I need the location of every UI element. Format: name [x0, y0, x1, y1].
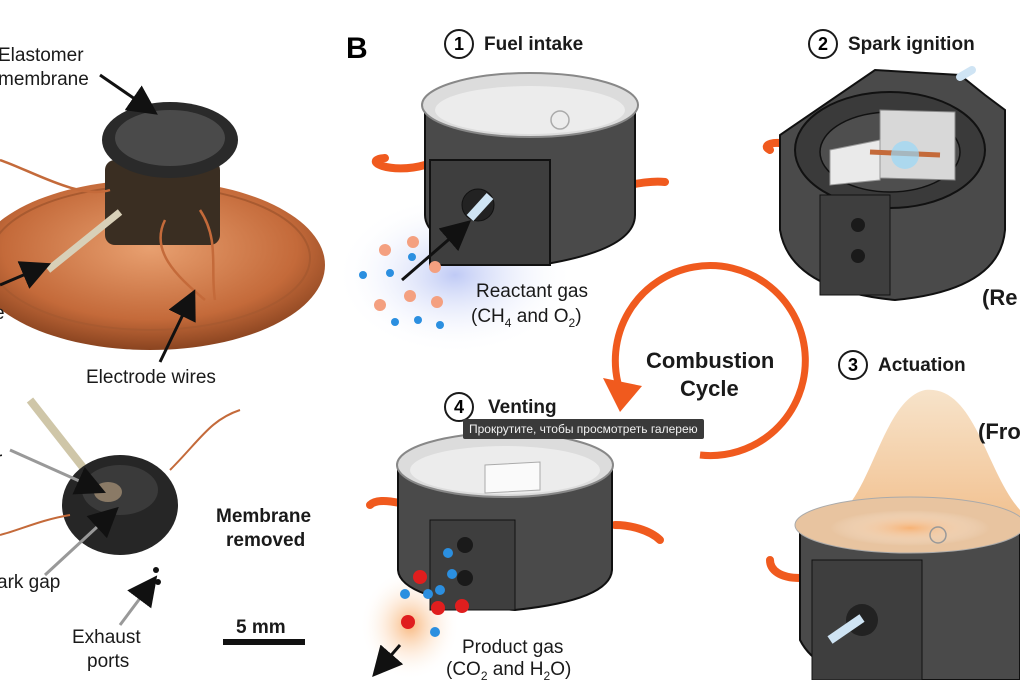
elastomer-label-1: Elastomer — [0, 45, 84, 66]
cycle-label-1: Combustion — [646, 348, 775, 373]
fuel-tube — [26, 397, 89, 473]
step2-device — [762, 66, 1006, 302]
exhaust-arrow — [118, 575, 158, 626]
exhaust-out-arrow — [372, 644, 404, 678]
spark-gap-arrow — [43, 506, 119, 577]
product-gas-label: Product gas — [462, 637, 564, 658]
step3-number: 3 — [838, 350, 868, 380]
membrane-arrow — [99, 73, 158, 115]
step1-title: Fuel intake — [484, 34, 584, 55]
electrode-wire — [198, 209, 217, 301]
reactant-gas-label: Reactant gas — [476, 281, 588, 302]
exhaust-port — [155, 579, 161, 585]
exhaust-label-1: Exhaust — [72, 627, 141, 648]
step2-title: Spark ignition — [848, 34, 975, 55]
removed-photo — [0, 397, 241, 585]
tube-arrow — [0, 261, 52, 289]
actuator-body — [105, 160, 220, 245]
scale-bar-label: 5 mm — [236, 617, 286, 638]
step3-device — [766, 389, 1020, 680]
intake-arrow — [401, 220, 472, 282]
cut-label-right-top: (Re — [982, 285, 1018, 310]
exhaust-label-2: ports — [87, 651, 130, 672]
partial-label-e: e — [0, 302, 5, 325]
product-molecules — [400, 548, 469, 637]
wire-arrow — [158, 289, 196, 363]
membrane-removed-label-2: removed — [226, 530, 306, 551]
cycle-label-2: Cycle — [680, 376, 739, 401]
step4-number: 4 — [444, 392, 474, 422]
penny-coin — [0, 180, 325, 350]
electrode-wire — [0, 158, 111, 194]
partial-label-r: r — [0, 448, 2, 471]
reactant-molecules — [359, 236, 444, 329]
cut-label-right-mid: (Fro — [978, 419, 1020, 444]
exhaust-port — [153, 567, 159, 573]
spark-gap-label: ark gap — [0, 572, 61, 593]
reactant-formula: (CH4 and O2) — [471, 306, 582, 330]
electrode-wire — [159, 219, 206, 301]
coin-photo — [0, 102, 325, 350]
fuel-tube — [45, 209, 123, 273]
step3-title: Actuation — [878, 355, 966, 376]
step1-device — [335, 72, 669, 355]
cycle-arrow — [603, 262, 809, 460]
gallery-scroll-tooltip: Прокрутите, чтобы просмотреть галерею — [463, 419, 704, 439]
product-formula: (CO2 and H2O) — [446, 659, 572, 683]
elastomer-label-2: membrane — [0, 69, 89, 90]
step1-number: 1 — [444, 29, 474, 59]
step2-number: 2 — [808, 29, 838, 59]
pointer-arrow — [9, 448, 106, 495]
membrane-removed-label-1: Membrane — [216, 506, 312, 527]
scale-bar — [223, 639, 305, 645]
electrode-wires-label: Electrode wires — [86, 367, 216, 388]
step4-title: Venting — [488, 397, 557, 418]
panel-letter: B — [346, 32, 368, 65]
